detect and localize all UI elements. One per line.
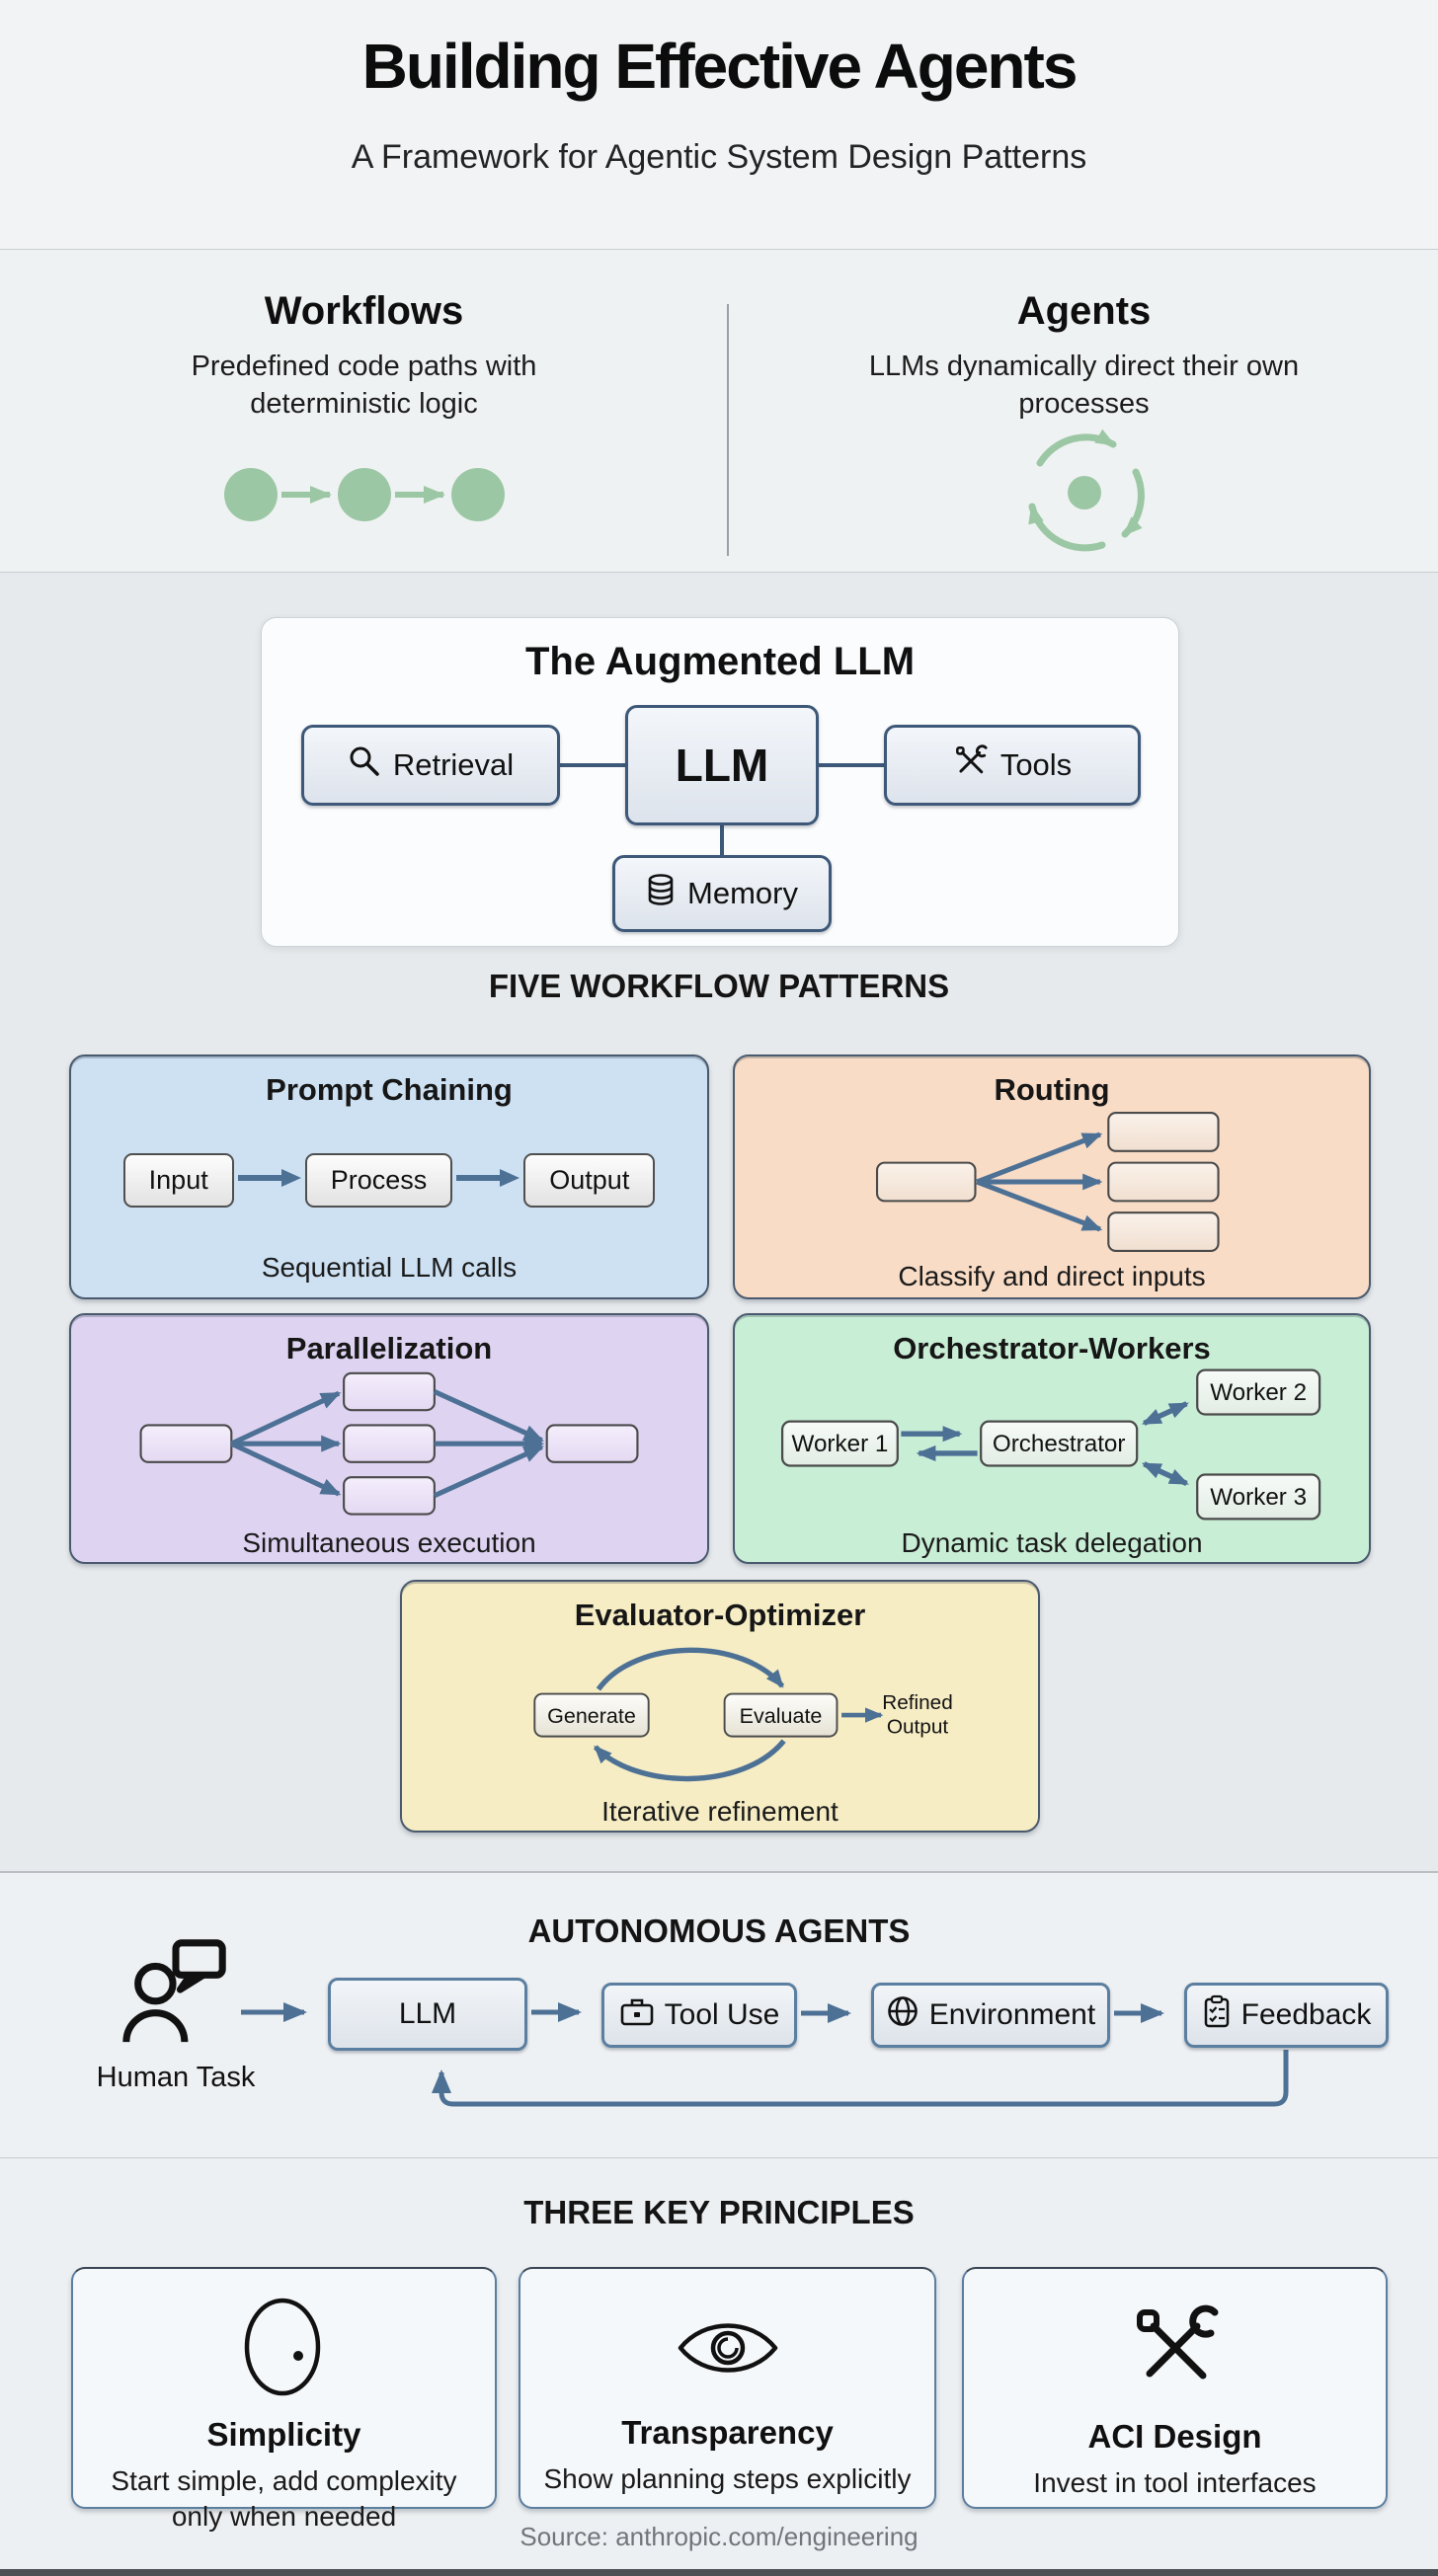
- human-speech-icon: [118, 1939, 234, 2055]
- page-subtitle: A Framework for Agentic System Design Pa…: [351, 138, 1087, 176]
- environment-label: Environment: [928, 1998, 1096, 2031]
- autonomous-agents-heading: AUTONOMOUS AGENTS: [527, 1912, 911, 1949]
- agent-llm-label: LLM: [398, 1997, 457, 2030]
- evaluate-label: Evaluate: [740, 1704, 823, 1728]
- bottom-edge: [0, 2569, 1438, 2576]
- agent-flow-arrows: [241, 2002, 1289, 2107]
- connector-line: [819, 763, 884, 767]
- llm-node: LLM: [625, 705, 819, 825]
- connector-line: [560, 763, 625, 767]
- comparison-section: Workflows Predefined code paths with det…: [0, 249, 1438, 573]
- feedback-label: Feedback: [1240, 1998, 1372, 2031]
- aci-design-description: Invest in tool interfaces: [1033, 2467, 1317, 2498]
- patterns-section: The Augmented LLM Retrieval LLM: [0, 573, 1438, 1871]
- output-node: Output: [523, 1152, 656, 1208]
- transparency-description: Show planning steps explicitly: [543, 2463, 912, 2494]
- parallelization-diagram: [93, 1366, 685, 1527]
- eye-icon: [675, 2310, 781, 2390]
- input-node: Input: [122, 1152, 234, 1208]
- patterns-heading: FIVE WORKFLOW PATTERNS: [488, 968, 950, 1004]
- parallelization-title: Parallelization: [285, 1331, 493, 1366]
- prompt-chaining-caption: Sequential LLM calls: [261, 1252, 518, 1283]
- orchestrator-workers-diagram: Worker 1 Orchestrator Worker 2 Worker 3: [746, 1366, 1358, 1527]
- search-icon: [348, 744, 381, 786]
- feedback-node: Feedback: [1184, 1983, 1389, 2048]
- augmented-llm-card: The Augmented LLM Retrieval LLM: [261, 617, 1179, 947]
- retrieval-node: Retrieval: [301, 725, 560, 806]
- simplicity-card: Simplicity Start simple, add complexity …: [71, 2267, 497, 2532]
- crossed-tools-icon: [1126, 2299, 1225, 2402]
- tools-node: Tools: [884, 725, 1141, 806]
- autonomous-agents-section: AUTONOMOUS AGENTS Human Task LLM: [0, 1871, 1438, 2157]
- connector-line: [720, 825, 724, 855]
- aci-design-title: ACI Design: [1087, 2418, 1262, 2455]
- cycle-icon: [1010, 416, 1158, 575]
- process-node: Process: [304, 1152, 453, 1208]
- transparency-title: Transparency: [621, 2414, 834, 2451]
- workflows-title: Workflows: [264, 289, 464, 333]
- briefcase-icon: [619, 1995, 655, 2035]
- memory-label: Memory: [687, 876, 798, 910]
- evaluator-optimizer-card: Evaluator-Optimizer Generate Evaluate: [400, 1580, 1040, 1833]
- header-section: Building Effective Agents A Framework fo…: [0, 0, 1438, 249]
- orchestrator-workers-caption: Dynamic task delegation: [901, 1527, 1203, 1558]
- human-task-label: Human Task: [96, 2062, 256, 2093]
- human-task: Human Task: [77, 1934, 275, 2094]
- workflows-description: Predefined code paths with deterministic…: [191, 351, 537, 420]
- prompt-chaining-diagram: Input Process Output: [122, 1152, 656, 1208]
- generate-label: Generate: [547, 1704, 636, 1728]
- routing-caption: Classify and direct inputs: [898, 1261, 1206, 1291]
- tool-use-label: Tool Use: [664, 1998, 780, 2031]
- memory-node: Memory: [612, 855, 832, 932]
- evaluator-optimizer-diagram: Generate Evaluate Refined Output: [424, 1633, 1016, 1796]
- clipboard-icon: [1202, 1994, 1232, 2036]
- column-divider: [727, 304, 729, 556]
- worker2-label: Worker 2: [1210, 1379, 1307, 1406]
- agents-column: Agents LLMs dynamically direct their own…: [730, 250, 1438, 572]
- parallelization-caption: Simultaneous execution: [242, 1527, 536, 1558]
- retrieval-label: Retrieval: [392, 747, 515, 782]
- simplicity-title: Simplicity: [206, 2416, 361, 2453]
- evaluator-optimizer-title: Evaluator-Optimizer: [574, 1598, 866, 1632]
- transparency-card: Transparency Show planning steps explici…: [519, 2267, 936, 2509]
- arrow-right-icon: [234, 1165, 305, 1196]
- refined-output-label-line2: Output: [887, 1716, 949, 1739]
- crossed-tools-icon: [953, 743, 989, 787]
- orchestrator-workers-card: Orchestrator-Workers: [733, 1313, 1371, 1564]
- linear-steps-icon: [216, 447, 513, 546]
- arrow-right-icon: [452, 1165, 523, 1196]
- evaluator-optimizer-caption: Iterative refinement: [601, 1796, 839, 1827]
- worker3-label: Worker 3: [1210, 1484, 1307, 1511]
- llm-label: LLM: [675, 740, 769, 791]
- routing-card: Routing Classify and: [733, 1054, 1371, 1299]
- source-attribution: Source: anthropic.com/engineering: [519, 2522, 919, 2551]
- circle-dot-icon: [237, 2293, 332, 2406]
- workflows-column: Workflows Predefined code paths with det…: [0, 250, 728, 572]
- agents-description: LLMs dynamically direct their own proces…: [868, 351, 1300, 420]
- prompt-chaining-title: Prompt Chaining: [266, 1072, 513, 1107]
- tools-label: Tools: [999, 747, 1073, 782]
- agents-title: Agents: [1016, 289, 1152, 333]
- tool-use-node: Tool Use: [601, 1983, 797, 2048]
- refined-output-label-line1: Refined: [882, 1691, 953, 1714]
- routing-diagram: [785, 1108, 1318, 1261]
- principles-section: THREE KEY PRINCIPLES Simplicity Start si…: [0, 2157, 1438, 2576]
- parallelization-card: Parallelization: [69, 1313, 709, 1564]
- aci-design-card: ACI Design Invest in tool interfaces: [962, 2267, 1388, 2509]
- augmented-llm-title: The Augmented LLM: [524, 640, 916, 683]
- simplicity-description: Start simple, add complexity only when n…: [111, 2465, 457, 2533]
- principles-heading: THREE KEY PRINCIPLES: [523, 2194, 915, 2230]
- worker1-label: Worker 1: [792, 1431, 889, 1457]
- database-icon: [646, 873, 676, 914]
- orchestrator-workers-title: Orchestrator-Workers: [893, 1331, 1211, 1366]
- page-title: Building Effective Agents: [361, 31, 1078, 102]
- routing-title: Routing: [994, 1072, 1110, 1107]
- orchestrator-label: Orchestrator: [993, 1431, 1126, 1457]
- globe-icon: [886, 1994, 919, 2036]
- environment-node: Environment: [871, 1983, 1110, 2048]
- prompt-chaining-card: Prompt Chaining Input Process Output Seq…: [69, 1054, 709, 1299]
- agent-llm-node: LLM: [328, 1978, 527, 2051]
